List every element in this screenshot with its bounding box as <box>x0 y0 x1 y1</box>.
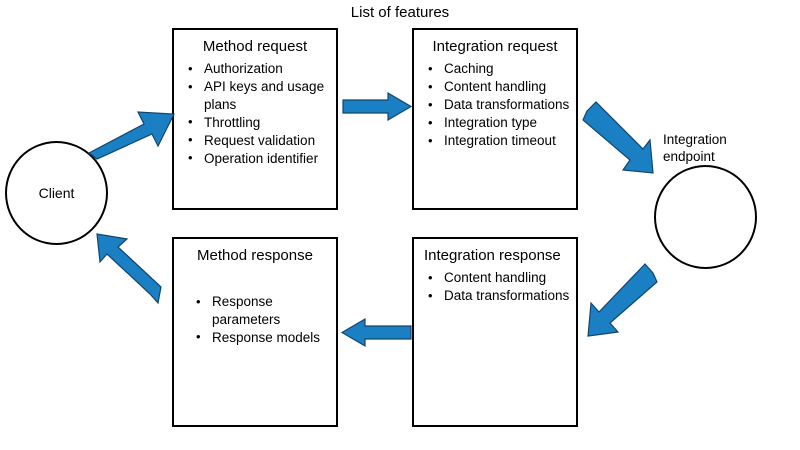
arrow-method-response-to-client <box>96 233 162 305</box>
list-item: Caching <box>414 60 570 78</box>
list-item: Content handling <box>414 269 570 287</box>
node-integration-request-list: Caching Content handling Data transforma… <box>414 60 576 150</box>
list-item: API keys and usage plans <box>174 78 330 113</box>
arrow-integration-request-to-endpoint <box>582 101 654 174</box>
list-item: Operation identifier <box>174 149 330 168</box>
node-method-response[interactable]: Method response Response parameters Resp… <box>172 237 338 427</box>
list-item: Authorization <box>174 60 330 78</box>
node-integration-endpoint[interactable] <box>654 165 757 269</box>
node-integration-response[interactable]: Integration response Content handling Da… <box>412 237 578 427</box>
node-integration-response-list: Content handling Data transformations <box>414 269 576 305</box>
node-client-label: Client <box>38 184 75 201</box>
list-item: Request validation <box>174 131 330 150</box>
list-item: Data transformations <box>414 96 570 114</box>
arrow-integration-response-to-method-response <box>340 317 412 348</box>
node-integration-endpoint-label-text: Integration endpoint <box>663 132 727 164</box>
list-item: Integration type <box>414 114 570 132</box>
node-integration-request-title: Integration request <box>432 38 558 55</box>
node-client[interactable]: Client <box>5 141 108 245</box>
node-integration-request[interactable]: Integration request Caching Content hand… <box>412 28 578 210</box>
arrow-endpoint-to-integration-response <box>587 263 658 337</box>
node-method-request[interactable]: Method request Authorization API keys an… <box>172 28 338 210</box>
node-integration-response-title: Integration response <box>424 247 561 264</box>
list-item: Content handling <box>414 78 570 96</box>
node-method-response-list: Response parameters Response models <box>174 269 336 346</box>
node-method-response-title: Method response <box>197 247 313 264</box>
list-item: Data transformations <box>414 287 570 305</box>
node-method-request-list: Authorization API keys and usage plans T… <box>174 60 336 167</box>
node-method-request-title: Method request <box>202 38 308 55</box>
list-item: Response models <box>174 328 330 347</box>
list-item: Integration timeout <box>414 132 570 150</box>
diagram-title: List of features <box>350 4 450 21</box>
list-item: Response parameters <box>174 293 330 328</box>
node-integration-endpoint-label: Integration endpoint <box>663 131 773 165</box>
list-item: Throttling <box>174 113 330 132</box>
arrow-client-to-method-request <box>87 111 175 160</box>
arrow-method-request-to-integration-request <box>342 91 413 122</box>
